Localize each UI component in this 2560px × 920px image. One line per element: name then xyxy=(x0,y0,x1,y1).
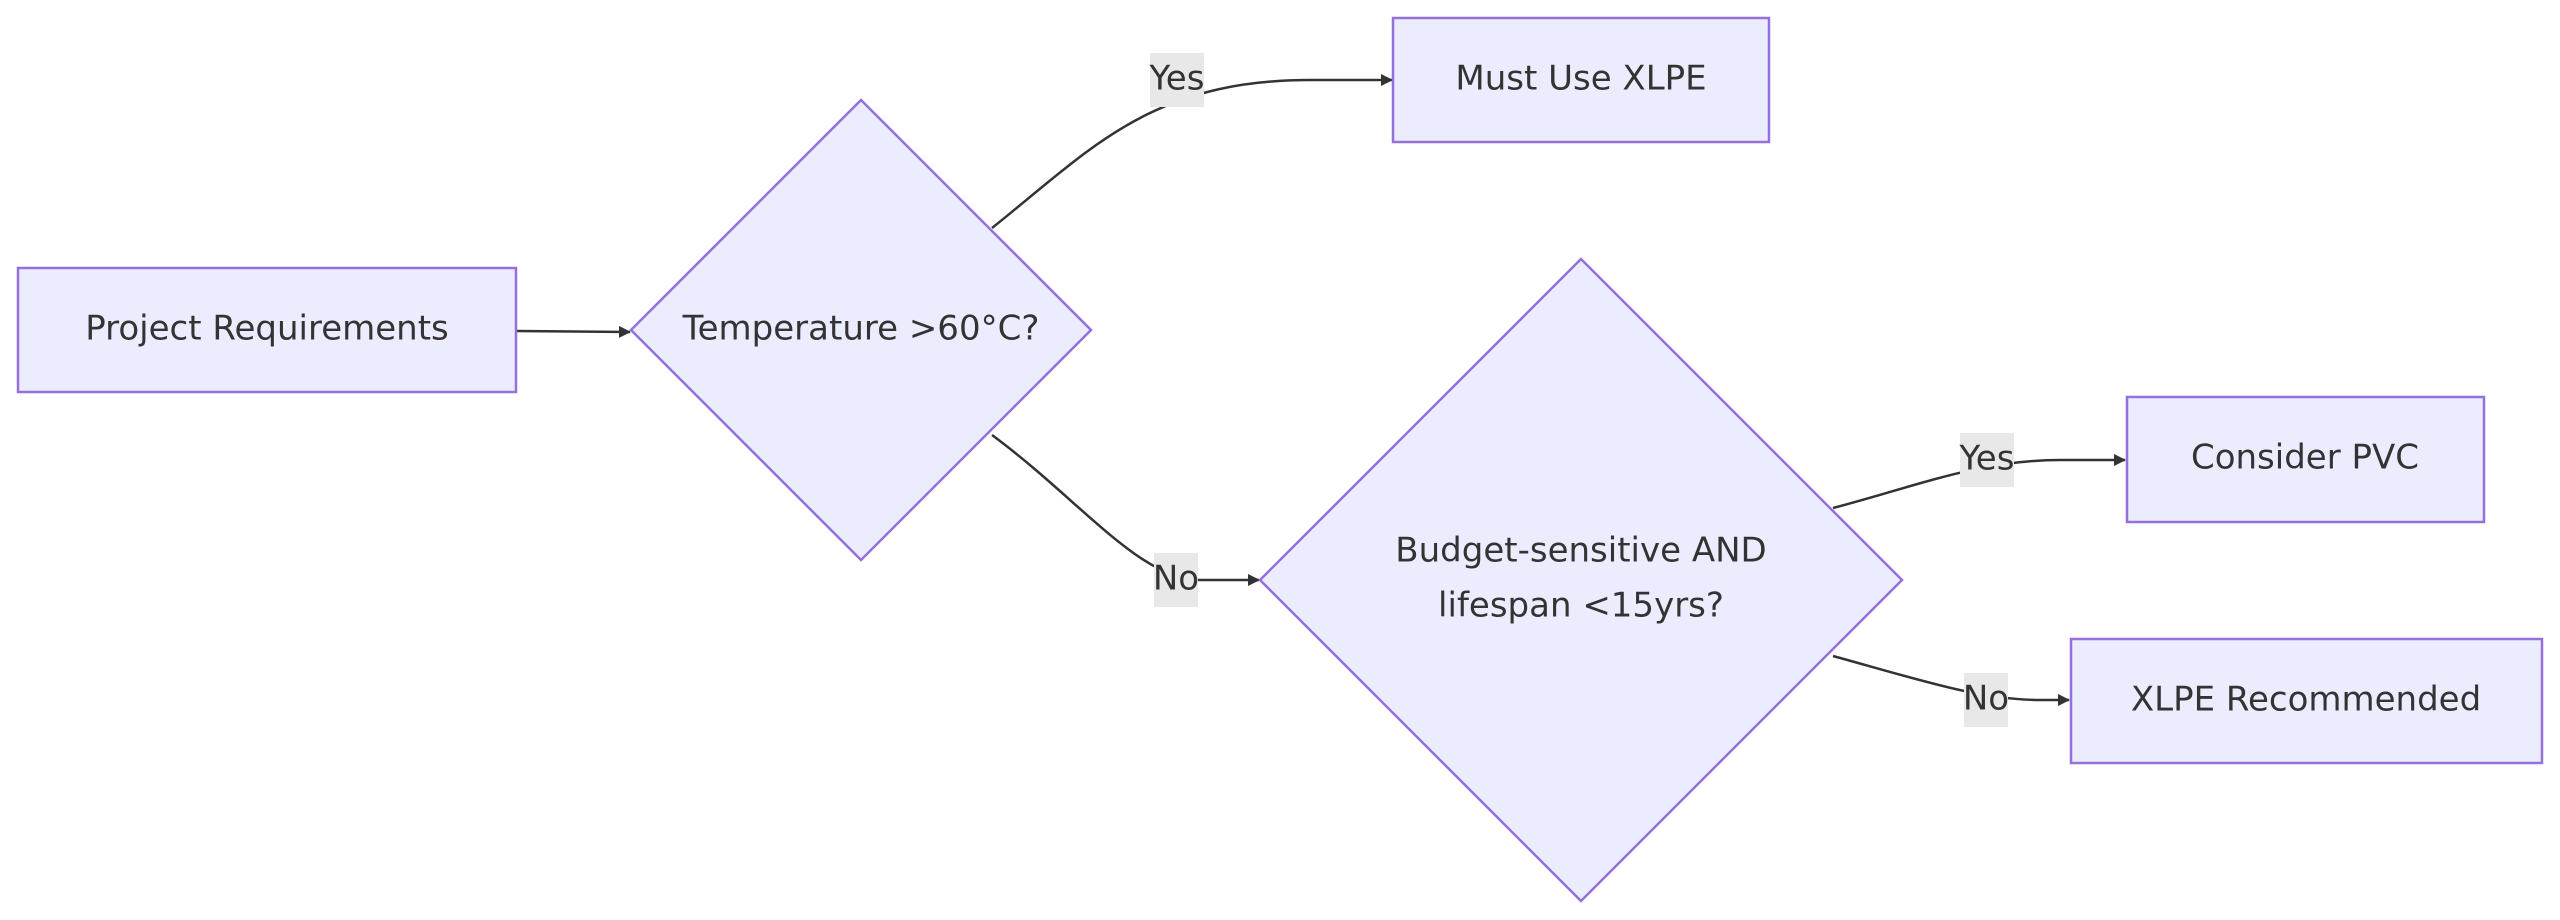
node-temperature-check-label: Temperature >60°C? xyxy=(682,309,1040,349)
node-xlpe-recommended[interactable]: XLPE Recommended xyxy=(2069,637,2544,765)
edge-label-budget-yes-text: Yes xyxy=(1959,439,2015,479)
edge-temperature-no xyxy=(991,433,1260,586)
edge-label-budget-yes: Yes xyxy=(1959,433,2015,487)
edge-temperature-yes xyxy=(991,74,1393,229)
edge-label-temp-yes: Yes xyxy=(1149,53,1205,107)
edges xyxy=(515,74,2126,706)
edge-label-temp-no-text: No xyxy=(1153,559,1199,599)
edge-label-temp-no: No xyxy=(1153,553,1199,607)
edge-label-temp-yes-text: Yes xyxy=(1149,59,1205,99)
node-project-requirements-label: Project Requirements xyxy=(85,309,449,349)
edge-budget-yes xyxy=(1832,454,2126,510)
node-project-requirements[interactable]: Project Requirements xyxy=(16,266,518,394)
edge-requirements-to-temperature xyxy=(515,325,631,338)
node-budget-check-line1: Budget-sensitive AND xyxy=(1395,531,1766,571)
node-consider-pvc-label: Consider PVC xyxy=(2191,438,2419,478)
node-must-use-xlpe-label: Must Use XLPE xyxy=(1455,59,1706,99)
node-budget-check[interactable]: Budget-sensitive AND lifespan <15yrs? xyxy=(1258,257,1904,903)
node-temperature-check[interactable]: Temperature >60°C? xyxy=(629,98,1093,562)
node-xlpe-recommended-label: XLPE Recommended xyxy=(2131,680,2481,720)
node-must-use-xlpe[interactable]: Must Use XLPE xyxy=(1391,16,1771,144)
edge-label-budget-no-text: No xyxy=(1963,679,2009,719)
node-budget-check-line2: lifespan <15yrs? xyxy=(1438,586,1724,626)
edge-budget-no xyxy=(1832,654,2070,706)
edge-label-budget-no: No xyxy=(1963,673,2009,727)
node-consider-pvc[interactable]: Consider PVC xyxy=(2125,395,2486,524)
